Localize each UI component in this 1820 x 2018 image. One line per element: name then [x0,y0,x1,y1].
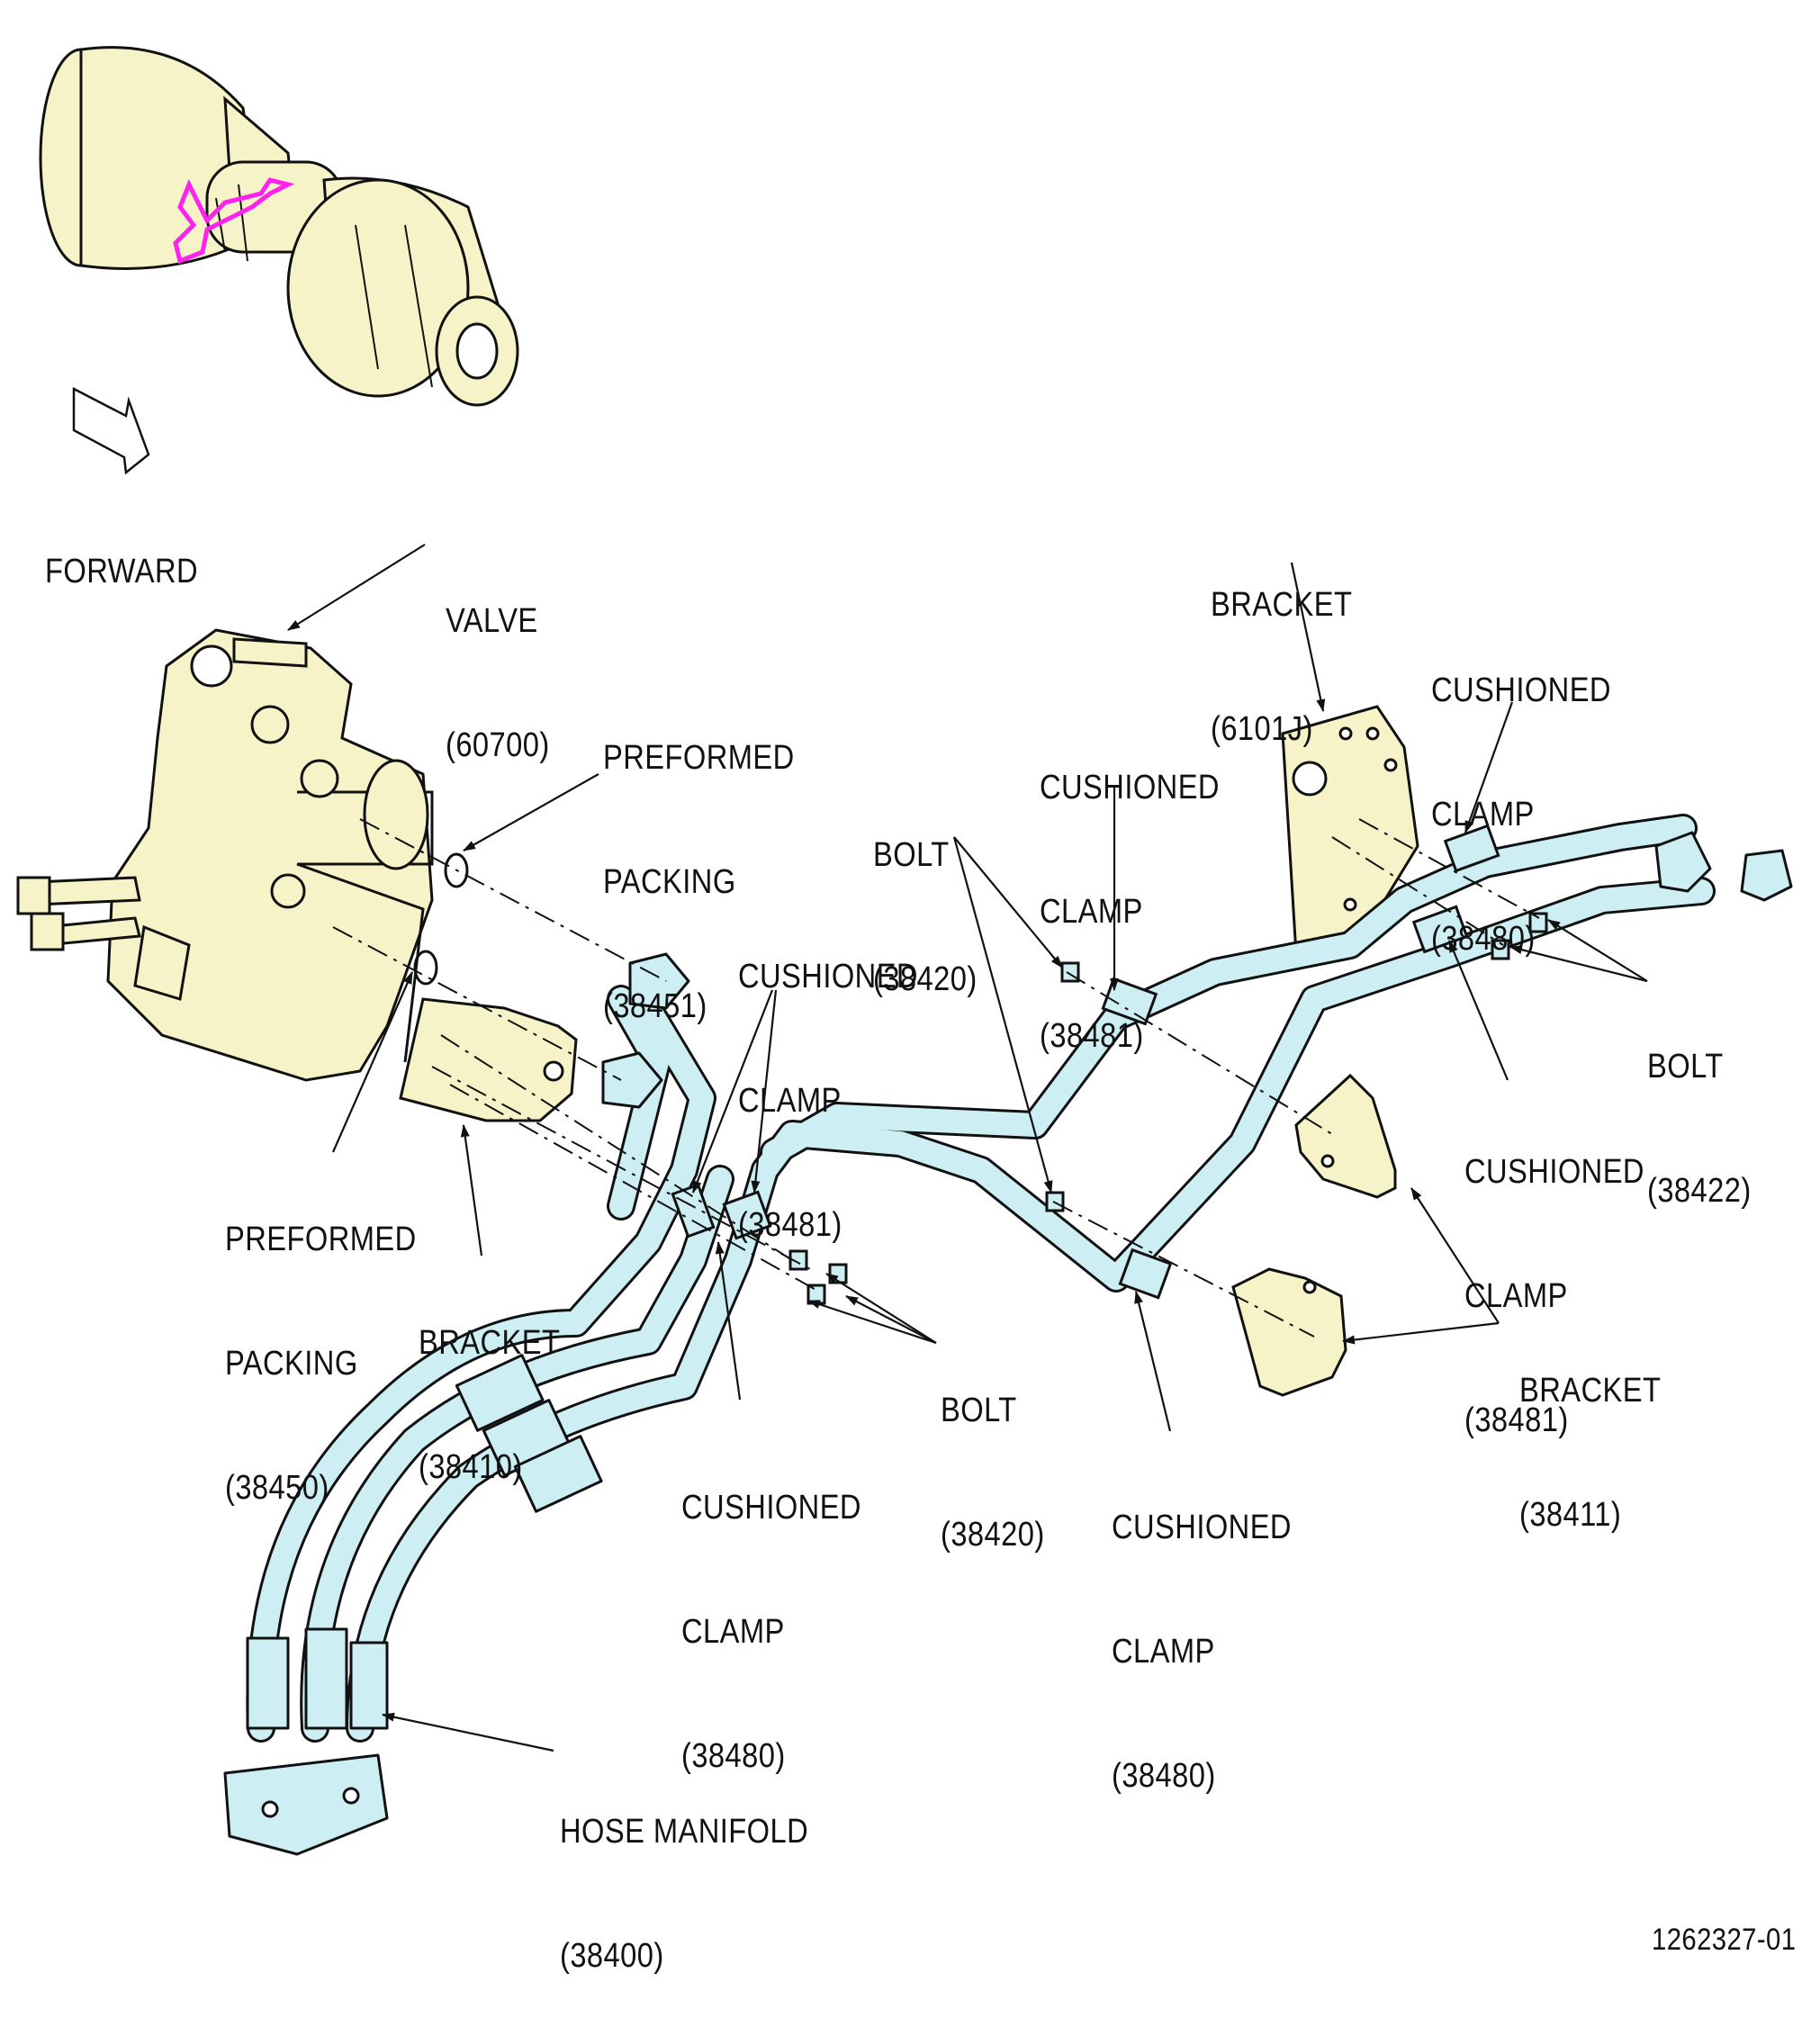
clamp-38480-bottom-part-number: (38480) [1112,1757,1216,1795]
clamp-38480-mid-line2: CLAMP [681,1613,785,1651]
hose-manifold-part-number: (38400) [560,1937,664,1975]
valve-name: VALVE [446,602,538,640]
preformed-packing-38450 [413,950,438,986]
bracket-38411-part-number: (38411) [1519,1496,1622,1534]
forward-arrow-icon [72,386,150,475]
figure-number-text: 1262327-01 [1652,1923,1797,1957]
mount-location-highlight [173,177,295,265]
leader-lines [287,544,1648,1752]
clamp-38480-top-part-number: (38480) [1431,920,1536,958]
cushioned-clamp-38480-bottom-label: CUSHIONED CLAMP (38480) [1112,1424,1292,1838]
clamp-38480-mid-line1: CUSHIONED [681,1489,861,1527]
hose-manifold-label: HOSE MANIFOLD (38400) [560,1728,808,2018]
valve-label: VALVE (60700) [446,518,550,807]
cushioned-clamp-38480-mid-label: CUSHIONED CLAMP (38480) [681,1404,861,1818]
preformed-packing-38451 [444,852,469,888]
clamp-38481-right-line2: CLAMP [1464,1277,1568,1315]
clamp-38481-right-part-number: (38481) [1464,1401,1569,1439]
preformed-packing-38450-label: PREFORMED PACKING (38450) [225,1136,417,1550]
packing-38450-part-number: (38450) [225,1469,329,1507]
bracket-38411-name: BRACKET [1519,1372,1662,1410]
bracket-38410-part-number: (38410) [419,1448,523,1486]
packing-38450-line1: PREFORMED [225,1221,417,1258]
cushioned-clamp-38481-left-label: CUSHIONED CLAMP (38481) [738,873,918,1287]
clamp-38481-left-part-number: (38481) [738,1206,842,1244]
clamp-38480-mid-part-number: (38480) [681,1737,786,1775]
bracket-6101j-name: BRACKET [1211,586,1353,624]
clamp-38480-bottom-line2: CLAMP [1112,1633,1215,1671]
engine-locator-view [39,46,519,407]
valve-part-number: (60700) [446,726,550,764]
bolt-38420-top-label: BOLT (38420) [873,752,978,1041]
clamp-38480-bottom-line1: CUSHIONED [1112,1509,1292,1546]
bolt-38420-bottom-label: BOLT (38420) [941,1307,1045,1597]
bracket-38410-label: BRACKET (38410) [419,1239,560,1529]
installation-centerlines [332,818,1540,1338]
bolt-38422-name: BOLT [1647,1048,1724,1086]
forward-label: FORWARD [45,468,198,634]
bracket-38411-label: BRACKET (38411) [1519,1287,1661,1577]
packing-38450-line2: PACKING [225,1345,358,1383]
cushioned-clamp-38481-right-label: CUSHIONED CLAMP (38481) [1464,1068,1644,1482]
bolt-38422-label: BOLT (38422) [1647,963,1752,1253]
bracket-38410 [399,997,578,1122]
clamp-38481-top-part-number: (38481) [1040,1017,1144,1055]
valve-body [16,628,434,1082]
clamp-38481-top-line2: CLAMP [1040,893,1143,931]
bolt-38420-bottom-part-number: (38420) [941,1516,1045,1554]
cushioned-clamp-38480-top-label: CUSHIONED CLAMP (38480) [1431,587,1611,1001]
bolt-38420-top-part-number: (38420) [873,960,978,998]
cushioned-clamp-38481-top-label: CUSHIONED CLAMP (38481) [1040,684,1220,1098]
hose-manifold-38400 [223,814,1793,1856]
bracket-6101j-label: BRACKET (6101J) [1211,501,1352,791]
forward-text: FORWARD [45,553,199,590]
clamp-38480-top-line1: CUSHIONED [1431,671,1611,709]
bolt-38420-bottom-name: BOLT [941,1392,1017,1429]
bolt-38422-part-number: (38422) [1647,1172,1752,1210]
packing-38451-line1: PREFORMED [603,739,795,777]
clamp-38481-top-line1: CUSHIONED [1040,769,1220,806]
bracket-38411 [1231,1073,1397,1397]
clamp-38480-top-line2: CLAMP [1431,796,1535,833]
bracket-6101j-part-number: (6101J) [1211,710,1313,748]
clamp-38481-left-line1: CUSHIONED [738,958,918,995]
clamp-38481-right-line1: CUSHIONED [1464,1153,1644,1191]
bracket-38410-name: BRACKET [419,1324,561,1362]
figure-number: 1262327-01 [1652,1850,1796,1994]
exploded-assembly-diagram [16,46,1793,1856]
packing-38451-line2: PACKING [603,863,736,901]
bolt-38420-top-name: BOLT [873,836,950,874]
hose-manifold-name: HOSE MANIFOLD [560,1813,809,1851]
packing-38451-part-number: (38451) [603,987,707,1025]
clamp-38481-left-line2: CLAMP [738,1082,842,1120]
preformed-packing-38451-label: PREFORMED PACKING (38451) [603,654,795,1068]
